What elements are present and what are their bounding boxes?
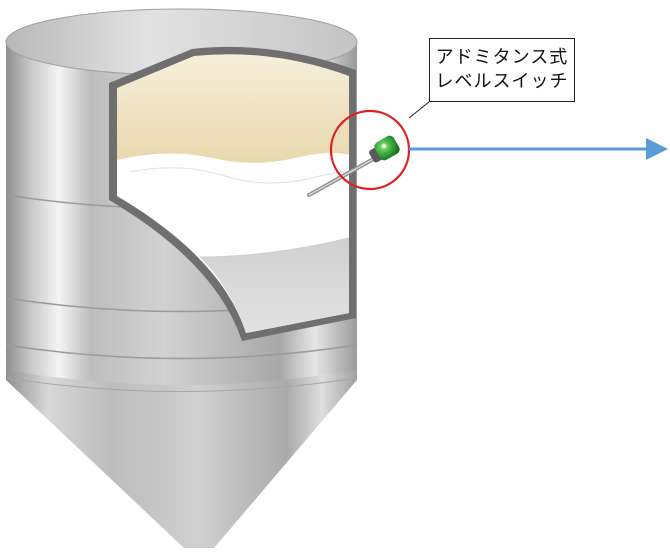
callout-line-2: レベルスイッチ <box>435 71 569 92</box>
silo-seam <box>5 344 358 360</box>
material-lower <box>200 238 349 333</box>
material-wave <box>129 167 350 184</box>
inner-edge <box>199 237 350 258</box>
silo-seam <box>5 377 358 392</box>
callout-leader <box>408 101 430 119</box>
right-arrow-icon <box>409 138 668 160</box>
callout-label: アドミタンス式 レベルスイッチ <box>429 38 575 102</box>
silo-cone <box>6 358 357 548</box>
sensor-head <box>374 135 400 161</box>
callout-line-1: アドミタンス式 <box>435 47 569 68</box>
silo-cutaway <box>109 46 356 342</box>
level-switch-sensor <box>307 135 400 197</box>
